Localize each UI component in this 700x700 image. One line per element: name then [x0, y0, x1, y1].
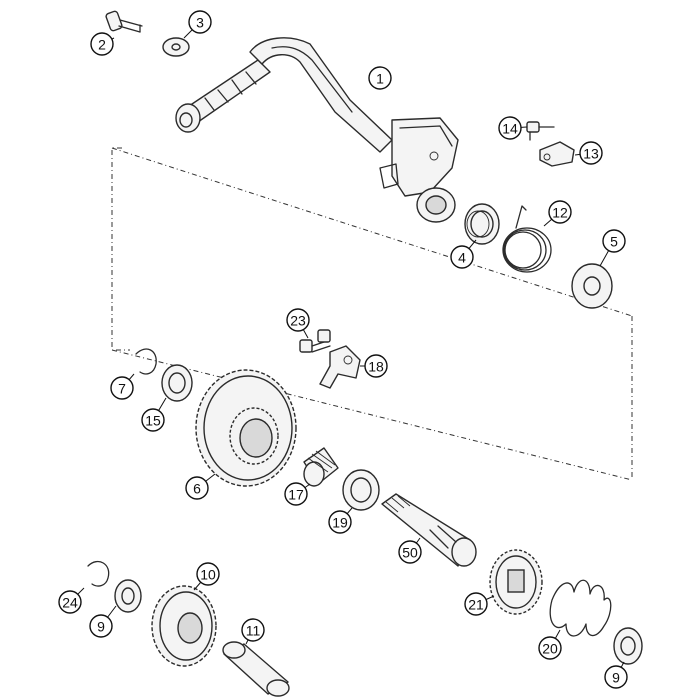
lock-ring-part-7: [135, 348, 157, 375]
assembly-axis-lower: [111, 349, 633, 481]
callout-ring: [579, 141, 603, 165]
callout-number: 3: [196, 15, 204, 31]
callout-number: 19: [332, 515, 348, 531]
assembly-axis-line: [111, 147, 130, 351]
callout-number: 9: [97, 619, 105, 635]
pin-part-11: [222, 641, 290, 697]
callout-number: 23: [290, 313, 306, 329]
callout-12-torsion-spring: 12: [543, 200, 572, 227]
kick-starter-shaft-part-50: [381, 493, 477, 567]
callout-ring: [398, 540, 422, 564]
callout-13-plate: 13: [574, 141, 603, 165]
callout-number: 14: [502, 121, 518, 137]
callout-number: 20: [542, 641, 558, 657]
lock-ring-part-24: [87, 561, 110, 587]
callout-number: 11: [246, 623, 261, 639]
assembly-axis-diagonal: [111, 147, 633, 317]
intermediate-gear-part-10: [151, 585, 217, 667]
callout-6-kick-starter-gear: 6: [185, 473, 216, 500]
callout-21-ratchet-gear: 21: [464, 592, 495, 616]
washer-part-9-right: [613, 627, 643, 665]
plate-part-13: [539, 141, 575, 167]
callout-ring: [364, 354, 388, 378]
seal-ring-part-4: [464, 203, 500, 245]
callout-19-washer: 19: [328, 507, 353, 534]
callout-50-kick-starter-shaft: 50: [398, 537, 422, 564]
callout-number: 18: [368, 359, 384, 375]
callout-number: 50: [402, 545, 418, 561]
callout-ring: [90, 32, 114, 56]
callout-ring: [110, 376, 134, 400]
callout-ring: [368, 66, 392, 90]
screw-part-2: [105, 10, 143, 33]
callout-5-thrust-washer: 5: [599, 229, 626, 267]
callout-ring: [141, 408, 165, 432]
callout-17-needle-bearing: 17: [284, 482, 311, 506]
thrust-washer-part-5: [571, 263, 613, 309]
callout-number: 15: [145, 413, 161, 429]
callout-20-spring: 20: [538, 629, 562, 660]
callout-ring: [58, 590, 82, 614]
callout-14-screw: 14: [498, 116, 528, 140]
washer-part-15: [161, 364, 193, 402]
callout-15-washer: 15: [141, 397, 167, 432]
callout-23-screw: 23: [286, 308, 310, 339]
callout-number: 12: [552, 205, 568, 221]
callout-ring: [328, 510, 352, 534]
callout-ring: [548, 200, 572, 224]
callout-ring: [604, 665, 628, 689]
callout-ring: [188, 10, 212, 34]
callout-ring: [602, 229, 626, 253]
callout-2-screw: 2: [90, 32, 115, 56]
callout-ring: [450, 245, 474, 269]
callout-number: 7: [118, 381, 126, 397]
needle-bearing-part-17: [303, 447, 339, 487]
callout-number: 9: [612, 670, 620, 686]
washer-part-19: [342, 469, 380, 511]
callout-ring: [538, 636, 562, 660]
callout-number: 24: [62, 595, 78, 611]
washer-part-3: [162, 37, 190, 57]
callout-18-ratchet-guide: 18: [360, 354, 388, 378]
callout-10-intermediate-gear: 10: [193, 562, 220, 591]
screw-part-23: [299, 329, 331, 353]
callout-number: 17: [288, 487, 304, 503]
washer-part-9-left: [114, 579, 142, 613]
kick-starter-lever-part-1: [175, 37, 459, 223]
callout-7-lock-ring: 7: [110, 373, 135, 400]
callout-number: 2: [98, 37, 106, 53]
callout-number: 5: [610, 234, 618, 250]
kick-starter-gear-part-6: [195, 369, 297, 487]
callout-ring: [464, 592, 488, 616]
callout-number: 10: [200, 567, 216, 583]
callout-number: 21: [468, 597, 484, 613]
callout-ring: [286, 308, 310, 332]
callout-ring: [196, 562, 220, 586]
callout-ring: [89, 614, 113, 638]
callout-number: 1: [376, 71, 384, 87]
spring-part-20: [549, 579, 612, 637]
screw-part-14: [526, 121, 555, 141]
callout-9-washer: 9: [89, 605, 117, 638]
callout-24-lock-ring: 24: [58, 587, 85, 614]
callout-1-kick-starter-lever: 1: [368, 66, 392, 90]
callout-number: 4: [458, 250, 466, 266]
callout-ring: [241, 618, 265, 642]
callout-4-seal-ring: 4: [450, 239, 477, 269]
torsion-spring-part-12: [502, 205, 552, 273]
callout-number: 13: [583, 146, 599, 162]
callout-11-pin: 11: [241, 618, 265, 645]
callout-ring: [498, 116, 522, 140]
callout-ring: [185, 476, 209, 500]
ratchet-gear-part-21: [489, 549, 543, 615]
callout-number: 6: [193, 481, 201, 497]
ratchet-guide-part-18: [319, 345, 361, 389]
callout-9-washer: 9: [604, 661, 628, 689]
callout-3-washer: 3: [183, 10, 212, 39]
callout-ring: [284, 482, 308, 506]
